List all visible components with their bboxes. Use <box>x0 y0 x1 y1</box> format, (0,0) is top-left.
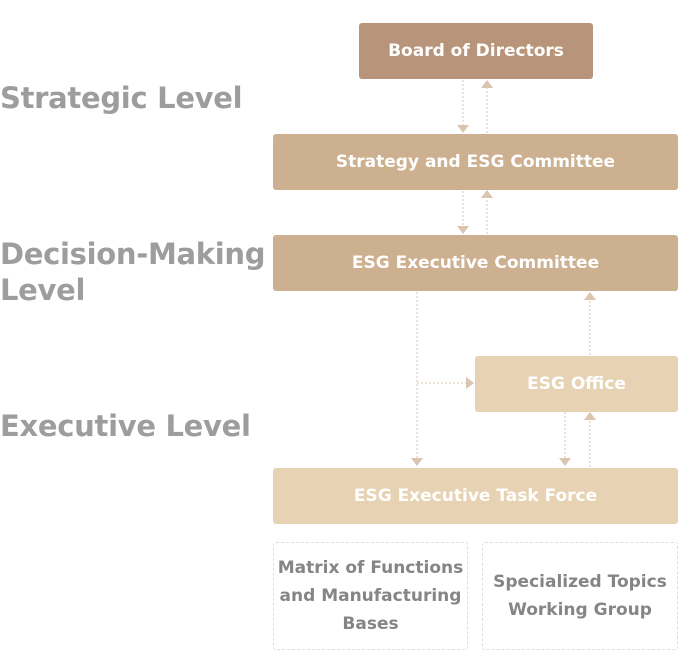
box-label: Strategy and ESG Committee <box>335 152 616 172</box>
box-label: Specialized Topics Working Group <box>493 572 667 620</box>
arrowhead-down <box>457 226 469 234</box>
box-label: Matrix of Functions and Manufacturing Ba… <box>277 558 464 634</box>
box-label: Board of Directors <box>388 41 564 61</box>
box-strategy-esg-committee: Strategy and ESG Committee <box>273 134 678 190</box>
box-matrix-of-functions: Matrix of Functions and Manufacturing Ba… <box>273 542 468 650</box>
arrowhead-up <box>481 190 493 198</box>
box-label: ESG Executive Task Force <box>353 486 598 506</box>
arrowhead-down <box>457 125 469 133</box>
box-esg-executive-committee: ESG Executive Committee <box>273 235 678 291</box>
box-label: ESG Executive Committee <box>351 253 600 273</box>
arrowhead-down <box>411 458 423 466</box>
box-esg-office: ESG Office <box>475 356 678 412</box>
arrowhead-up <box>481 80 493 88</box>
arrowhead-right <box>466 377 474 389</box>
arrowhead-up <box>584 412 596 420</box>
box-esg-executive-task-force: ESG Executive Task Force <box>273 468 678 524</box>
box-label: ESG Office <box>527 374 626 394</box>
arrowhead-down <box>559 458 571 466</box>
box-specialized-topics: Specialized Topics Working Group <box>482 542 678 650</box>
box-board-of-directors: Board of Directors <box>359 23 593 79</box>
level-strategic: Strategic Level <box>0 81 243 115</box>
level-decision-making: Decision-Making Level <box>0 237 266 307</box>
arrowhead-up <box>584 292 596 300</box>
level-executive: Executive Level <box>0 409 251 443</box>
